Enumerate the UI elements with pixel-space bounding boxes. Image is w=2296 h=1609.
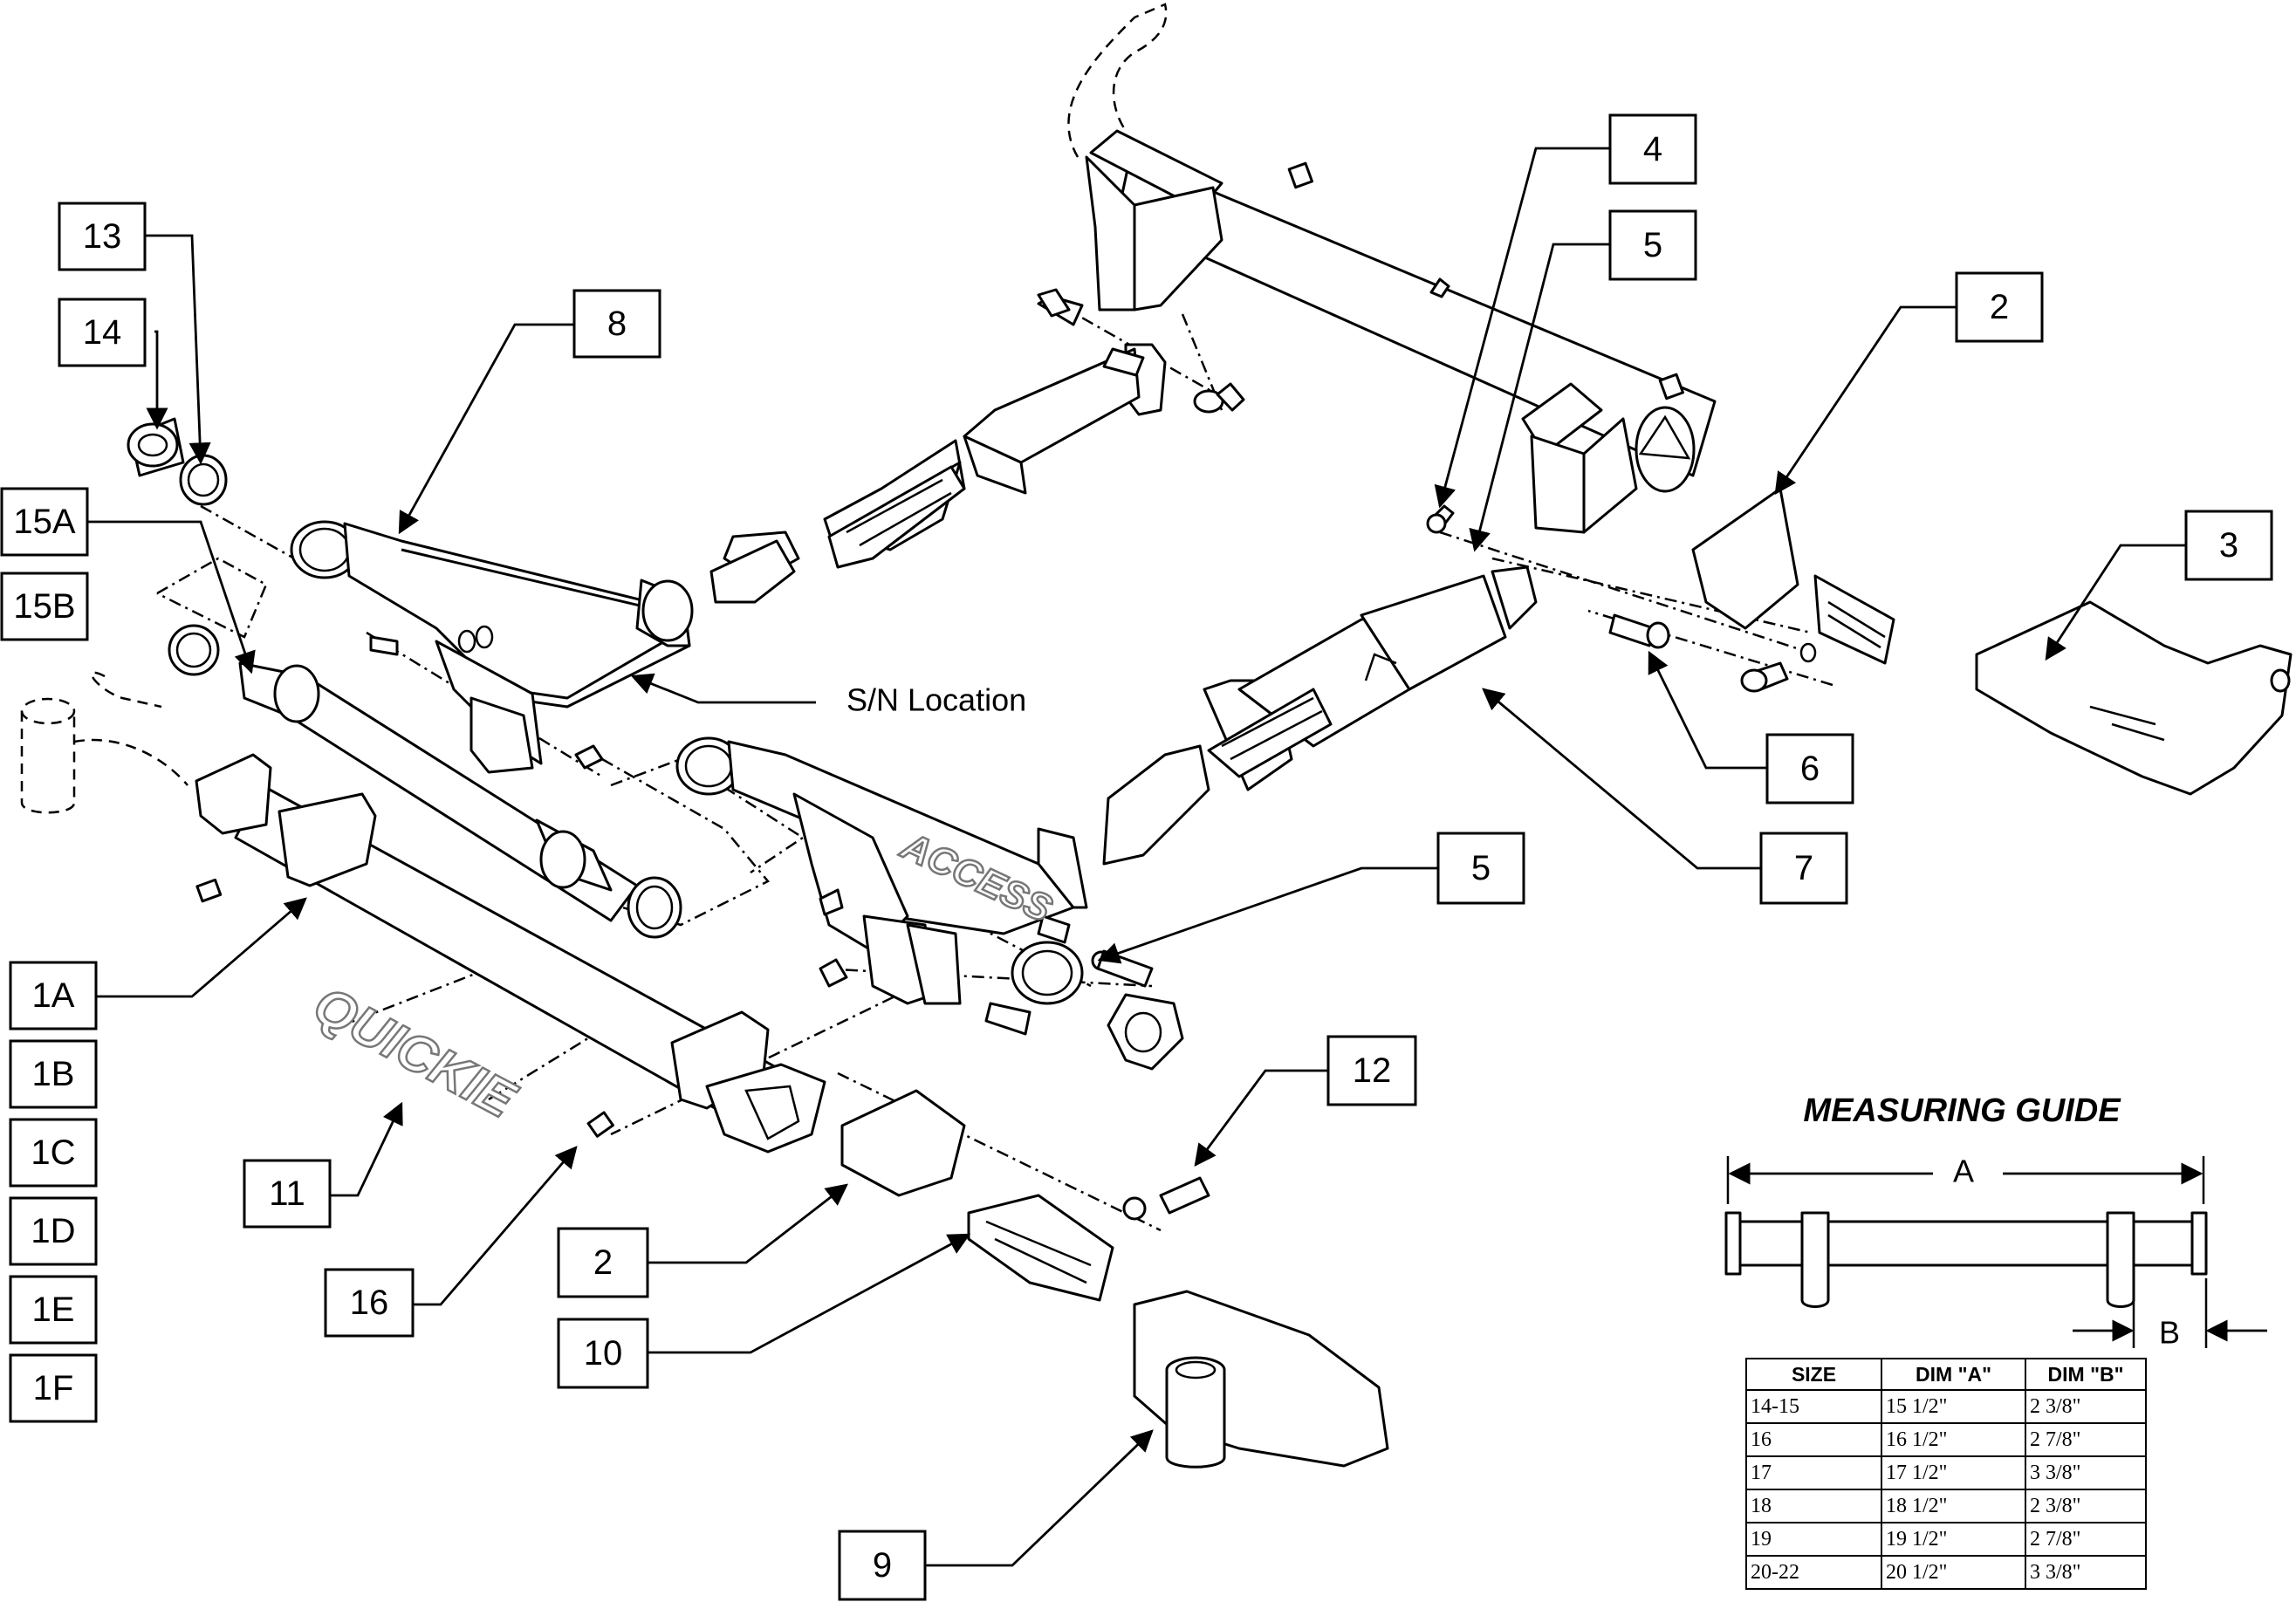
svg-text:15B: 15B <box>13 587 75 626</box>
svg-text:3: 3 <box>2219 526 2238 565</box>
hardware <box>819 277 1817 1221</box>
footrests <box>827 465 1895 1302</box>
svg-text:11: 11 <box>269 1174 305 1213</box>
cell-dim-b: 2 7/8" <box>2025 1422 2147 1457</box>
header-dim-a: DIM "A" <box>1881 1358 2026 1391</box>
table-row: 18 18 1/2" 2 3/8" <box>1745 1489 2147 1523</box>
svg-text:5: 5 <box>1471 849 1491 887</box>
svg-text:13: 13 <box>83 217 122 256</box>
svg-text:8: 8 <box>607 305 627 343</box>
footplate-upper-assembly <box>709 295 1224 604</box>
callout-5-lower: 5 <box>1436 832 1525 905</box>
callout-6: 6 <box>1765 733 1854 804</box>
svg-text:1A: 1A <box>32 976 75 1015</box>
callout-3: 3 <box>2184 510 2273 581</box>
callout-1d: 1D <box>9 1196 98 1266</box>
cell-dim-b: 2 7/8" <box>2025 1522 2147 1557</box>
bearings-left <box>127 417 228 506</box>
cell-dim-a: 16 1/2" <box>1881 1422 2026 1457</box>
cell-size: 14-15 <box>1745 1389 1882 1424</box>
callout-5-upper: 5 <box>1608 209 1697 281</box>
table-row: 19 19 1/2" 2 7/8" <box>1745 1522 2147 1557</box>
svg-text:5: 5 <box>1643 226 1662 264</box>
header-size: SIZE <box>1745 1358 1882 1391</box>
svg-text:2: 2 <box>1990 288 2009 326</box>
cell-size: 18 <box>1745 1489 1882 1523</box>
callout-15b: 15B <box>0 572 89 641</box>
callout-16: 16 <box>324 1268 415 1338</box>
callout-1b: 1B <box>9 1039 98 1109</box>
svg-text:10: 10 <box>584 1334 623 1373</box>
callout-14: 14 <box>58 298 147 367</box>
rear-cross-tube <box>1085 129 1717 534</box>
callout-7: 7 <box>1759 832 1848 905</box>
svg-text:9: 9 <box>873 1546 892 1585</box>
table-row: 14-15 15 1/2" 2 3/8" <box>1745 1389 2147 1424</box>
caster-fork-9 <box>1133 1290 1389 1469</box>
measuring-guide: MEASURING GUIDE A B <box>1724 1092 2267 1351</box>
svg-text:6: 6 <box>1800 750 1820 788</box>
svg-text:1F: 1F <box>33 1369 74 1407</box>
left-side-frame <box>290 520 694 774</box>
callout-15a: 15A <box>0 487 89 557</box>
callout-1a: 1A <box>9 961 98 1030</box>
right-side-frame <box>675 565 1538 1005</box>
cell-dim-a: 20 1/2" <box>1881 1555 2026 1590</box>
dim-a-label: A <box>1953 1154 1974 1189</box>
callout-1c: 1C <box>9 1118 98 1188</box>
svg-text:16: 16 <box>350 1284 389 1322</box>
svg-text:4: 4 <box>1643 130 1662 168</box>
svg-text:1E: 1E <box>32 1291 75 1329</box>
callout-10: 10 <box>557 1318 649 1389</box>
dim-b-label: B <box>2159 1315 2180 1351</box>
axle-tube-15a <box>168 624 682 939</box>
svg-text:12: 12 <box>1353 1051 1392 1090</box>
set-screws <box>195 161 1685 1138</box>
svg-text:14: 14 <box>83 313 122 352</box>
cell-dim-a: 17 1/2" <box>1881 1455 2026 1490</box>
callout-11: 11 <box>243 1159 332 1229</box>
sn-location-label: S/N Location <box>846 682 1026 718</box>
callout-2-lower: 2 <box>557 1227 649 1298</box>
svg-text:1B: 1B <box>32 1055 75 1093</box>
svg-text:15A: 15A <box>13 503 75 541</box>
cell-dim-a: 15 1/2" <box>1881 1389 2026 1424</box>
callout-12: 12 <box>1326 1035 1417 1106</box>
svg-text:2: 2 <box>593 1243 613 1282</box>
cell-dim-a: 18 1/2" <box>1881 1489 2026 1523</box>
callout-1e: 1E <box>9 1275 98 1345</box>
table-header-row: SIZE DIM "A" DIM "B" <box>1745 1358 2147 1391</box>
svg-text:7: 7 <box>1794 849 1813 887</box>
callout-9: 9 <box>838 1530 927 1601</box>
size-dimension-table: SIZE DIM "A" DIM "B" 14-15 15 1/2" 2 3/8… <box>1745 1358 2147 1590</box>
cell-dim-b: 2 3/8" <box>2025 1389 2147 1424</box>
measuring-guide-title: MEASURING GUIDE <box>1803 1092 2121 1129</box>
callout-4: 4 <box>1608 113 1697 185</box>
footplate-3 <box>1975 600 2293 796</box>
callout-1f: 1F <box>9 1353 98 1423</box>
callout-13: 13 <box>58 202 147 271</box>
table-row: 17 17 1/2" 3 3/8" <box>1745 1455 2147 1490</box>
callout-2-upper: 2 <box>1955 271 2044 343</box>
svg-text:1C: 1C <box>31 1133 75 1172</box>
cell-size: 17 <box>1745 1455 1882 1490</box>
cell-size: 19 <box>1745 1522 1882 1557</box>
callout-8: 8 <box>572 289 661 359</box>
table-row: 16 16 1/2" 2 7/8" <box>1745 1422 2147 1457</box>
cell-dim-a: 19 1/2" <box>1881 1522 2026 1557</box>
table-row: 20-22 20 1/2" 3 3/8" <box>1745 1555 2147 1590</box>
svg-text:1D: 1D <box>31 1212 75 1250</box>
header-dim-b: DIM "B" <box>2025 1358 2147 1391</box>
cell-size: 20-22 <box>1745 1555 1882 1590</box>
cell-dim-b: 3 3/8" <box>2025 1555 2147 1590</box>
rear-axle-tube-ghost <box>20 3 1168 814</box>
cell-dim-b: 3 3/8" <box>2025 1455 2147 1490</box>
cell-dim-b: 2 3/8" <box>2025 1489 2147 1523</box>
cell-size: 16 <box>1745 1422 1882 1457</box>
leader-lines <box>87 147 2186 1567</box>
front-cross-tube <box>195 753 826 1154</box>
